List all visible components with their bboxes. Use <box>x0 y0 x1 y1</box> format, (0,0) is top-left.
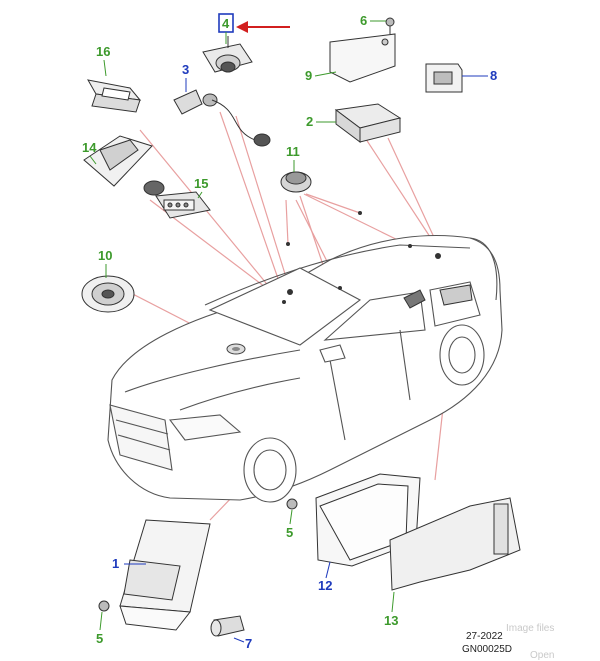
callout-4: 4 <box>222 16 230 31</box>
part-14-module <box>83 135 153 187</box>
part-3-sensor <box>173 89 271 147</box>
part-8-sim <box>425 63 463 93</box>
callout-6: 6 <box>360 13 367 28</box>
open-button[interactable]: Open <box>530 650 555 661</box>
part-2-module <box>334 103 402 143</box>
callout-15: 15 <box>194 176 208 191</box>
highlight-arrow <box>236 21 290 33</box>
diagram-code: GN00025D <box>462 644 513 655</box>
part-11-sensor <box>280 171 312 193</box>
callout-12: 12 <box>318 578 332 593</box>
part-13-bracket <box>389 497 521 591</box>
callout-10: 10 <box>98 248 112 263</box>
speaker-location <box>226 343 246 355</box>
callout-7: 7 <box>245 636 252 651</box>
part-5-screw-right <box>286 498 298 510</box>
part-12-module <box>315 473 421 567</box>
callout-14: 14 <box>82 140 97 155</box>
part-6-screw <box>385 17 395 34</box>
callouts: 1 2 3 4 5 5 6 7 8 9 10 11 12 13 14 15 16 <box>82 13 497 651</box>
vehicle-outline <box>107 235 503 503</box>
callout-3: 3 <box>182 62 189 77</box>
part-10-speaker <box>81 275 135 313</box>
part-15-panel <box>143 180 211 219</box>
callout-9: 9 <box>305 68 312 83</box>
part-4-sensor <box>202 36 253 73</box>
part-7-fuse <box>210 615 245 637</box>
callout-11: 11 <box>286 144 300 159</box>
image-files-button[interactable]: Image files <box>506 623 555 634</box>
callout-5-right: 5 <box>286 525 293 540</box>
callout-5-left: 5 <box>96 631 103 646</box>
part-5-screw-left <box>98 600 110 612</box>
part-16-module <box>87 79 142 113</box>
callout-1: 1 <box>112 556 119 571</box>
part-1-module <box>119 519 211 631</box>
callout-13: 13 <box>384 613 398 628</box>
mount-points <box>282 211 441 304</box>
roof-module-location <box>403 284 473 309</box>
callout-8: 8 <box>490 68 497 83</box>
diagram-date: 27-2022 <box>466 631 503 642</box>
callout-16: 16 <box>96 44 110 59</box>
part-9-bracket <box>329 33 396 83</box>
callout-2: 2 <box>306 114 313 129</box>
